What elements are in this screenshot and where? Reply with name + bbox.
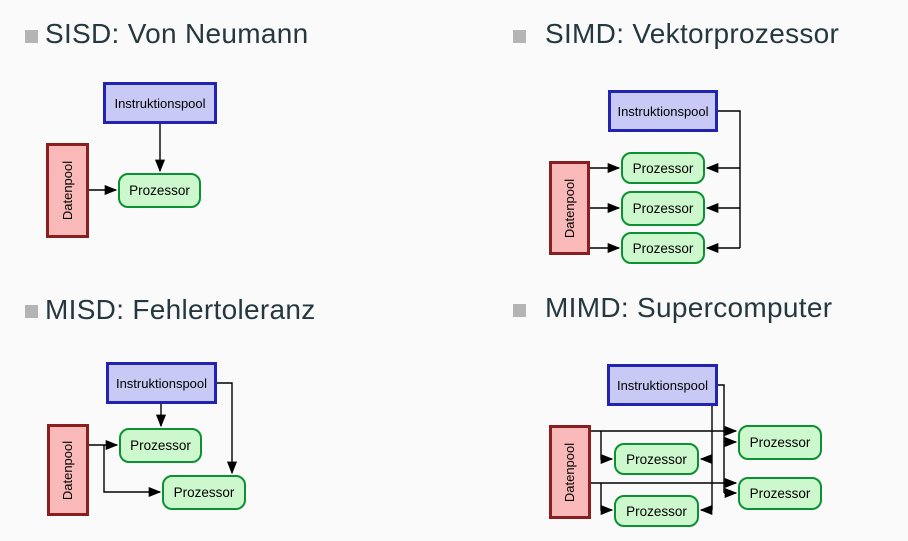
processor-box: Prozessor <box>738 477 822 510</box>
data-pool-label: Datenpool <box>60 160 75 221</box>
processor-box: Prozessor <box>738 425 822 460</box>
processor-label: Prozessor <box>130 438 191 453</box>
arrow-data-to-proc <box>600 431 614 465</box>
processor-label: Prozessor <box>632 201 694 216</box>
bullet-icon <box>25 305 38 318</box>
processor-label: Prozessor <box>749 435 811 450</box>
instruction-pool-label: Instruktionspool <box>115 375 208 391</box>
instruction-pool-box: Instruktionspool <box>607 364 718 406</box>
arrow-data-to-proc <box>600 483 614 516</box>
processor-label: Prozessor <box>626 451 687 467</box>
data-pool-label: Datenpool <box>60 440 76 500</box>
instruction-pool-label: Instruktionspool <box>114 95 206 111</box>
data-pool-box: Datenpool <box>549 161 590 255</box>
data-pool-label: Datenpool <box>562 178 577 238</box>
bullet-icon <box>25 30 38 43</box>
processor-label: Prozessor <box>632 160 694 176</box>
processor-label: Prozessor <box>749 486 811 501</box>
processor-label: Prozessor <box>173 485 235 500</box>
processor-label: Prozessor <box>632 240 694 256</box>
quadrant-title-misd: MISD: Fehlertoleranz <box>45 294 316 325</box>
processor-box: Prozessor <box>119 428 202 463</box>
processor-box: Prozessor <box>621 232 705 264</box>
instruction-pool-label: Instruktionspool <box>617 103 709 119</box>
processor-box: Prozessor <box>614 495 699 527</box>
quadrant-title-sisd: SISD: Von Neumann <box>45 18 309 49</box>
processor-box: Prozessor <box>162 475 246 510</box>
instr-bus-line <box>718 110 741 248</box>
data-pool-box: Datenpool <box>46 143 89 238</box>
quadrant-title-mimd: MIMD: Supercomputer <box>545 292 833 323</box>
instruction-pool-box: Instruktionspool <box>103 82 217 124</box>
processor-box: Prozessor <box>621 191 705 226</box>
processor-box: Prozessor <box>621 152 705 184</box>
processor-box: Prozessor <box>118 173 201 208</box>
data-pool-label: Datenpool <box>562 442 578 502</box>
instruction-pool-label: Instruktionspool <box>616 377 709 393</box>
bullet-icon <box>513 304 526 317</box>
data-pool-box: Datenpool <box>549 425 591 519</box>
instr-bus-line <box>718 384 725 493</box>
processor-box: Prozessor <box>614 443 699 475</box>
arrow-instr-to-proc <box>217 382 238 475</box>
bullet-icon <box>513 30 526 43</box>
processor-label: Prozessor <box>626 503 687 519</box>
instruction-pool-box: Instruktionspool <box>608 90 718 132</box>
instruction-pool-box: Instruktionspool <box>106 362 217 404</box>
processor-label: Prozessor <box>129 183 190 198</box>
data-pool-box: Datenpool <box>47 424 89 516</box>
quadrant-title-simd: SIMD: Vektorprozessor <box>545 18 840 49</box>
